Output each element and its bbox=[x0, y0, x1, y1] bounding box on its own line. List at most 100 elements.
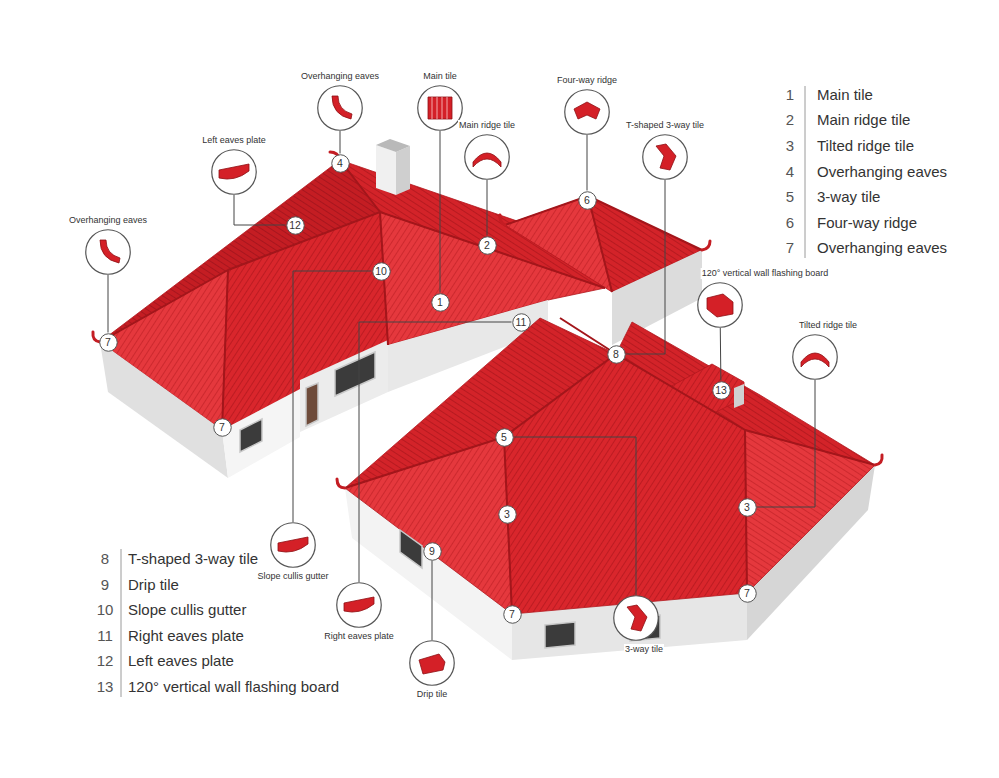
part-callout: 120° vertical wall flashing board bbox=[697, 282, 743, 328]
part-callout: 3-way tile bbox=[613, 595, 659, 641]
callout-number: 11 bbox=[512, 313, 531, 332]
part-circle bbox=[464, 134, 510, 180]
eave-curls bbox=[337, 479, 345, 488]
front-right-roof bbox=[504, 354, 747, 614]
part-callout: Overhanging eaves bbox=[317, 85, 363, 131]
number-circle bbox=[99, 333, 117, 351]
part-label: Right eaves plate bbox=[323, 631, 395, 642]
eave-curls bbox=[875, 455, 882, 465]
eave-curls bbox=[702, 241, 710, 250]
chimney bbox=[376, 139, 410, 152]
part-label: T-shaped 3-way tile bbox=[625, 120, 705, 131]
part-callout: Four-way ridge bbox=[564, 89, 610, 135]
callout-number-text: 9 bbox=[423, 542, 442, 561]
part-circle bbox=[271, 523, 316, 568]
callout-number: 8 bbox=[607, 345, 626, 364]
leader-line bbox=[359, 322, 512, 582]
legend-text: Four-way ridge bbox=[817, 214, 917, 232]
legend-separator bbox=[121, 86, 805, 697]
part-icon bbox=[574, 102, 600, 119]
callout-number: 3 bbox=[738, 498, 757, 517]
callout-number-text: 7 bbox=[213, 418, 232, 437]
callout-number: 9 bbox=[423, 542, 442, 561]
leader-line bbox=[514, 437, 637, 595]
windows bbox=[306, 383, 318, 426]
leader-line bbox=[587, 135, 588, 191]
eave-curls bbox=[93, 152, 882, 488]
legend-number: 5 bbox=[775, 188, 805, 206]
part-circle bbox=[565, 90, 610, 135]
windows bbox=[240, 352, 375, 452]
part-circle bbox=[643, 135, 688, 180]
part-label: Slope cullis gutter bbox=[256, 571, 329, 582]
leader-line bbox=[626, 180, 666, 354]
left-walls bbox=[222, 389, 300, 478]
leader-line bbox=[234, 195, 286, 225]
part-label: Overhanging eaves bbox=[68, 215, 148, 226]
callout-number: 4 bbox=[331, 154, 350, 173]
front-right-roof bbox=[345, 354, 875, 614]
part-icon bbox=[344, 597, 374, 612]
legend-number: 3 bbox=[775, 137, 805, 155]
part-callout: Left eaves plate bbox=[211, 149, 257, 195]
part-icon bbox=[219, 164, 249, 179]
number-circle bbox=[738, 584, 756, 602]
legend-number: 4 bbox=[775, 163, 805, 181]
part-callout: Right eaves plate bbox=[336, 582, 382, 628]
part-circle bbox=[642, 134, 688, 180]
chimney bbox=[376, 139, 410, 195]
number-circle bbox=[423, 542, 441, 560]
part-label: Tilted ridge tile bbox=[798, 320, 858, 331]
leader-line bbox=[487, 180, 488, 236]
back-wall bbox=[612, 250, 702, 345]
part-circle bbox=[465, 135, 510, 180]
callout-number-text: 10 bbox=[372, 262, 391, 281]
legend-text: Main ridge tile bbox=[817, 111, 910, 129]
part-circle bbox=[792, 334, 838, 380]
part-icon bbox=[801, 353, 829, 367]
legend-number: 2 bbox=[775, 111, 805, 129]
legend-number: 1 bbox=[775, 86, 805, 104]
part-callout: Tilted ridge tile bbox=[792, 334, 838, 380]
callout-number-text: 8 bbox=[607, 345, 626, 364]
number-circle bbox=[495, 428, 513, 446]
callout-number: 3 bbox=[498, 505, 517, 524]
callout-number-text: 11 bbox=[512, 313, 531, 332]
callout-number-text: 1 bbox=[431, 293, 450, 312]
part-icon bbox=[473, 153, 501, 167]
callout-number: 7 bbox=[503, 605, 522, 624]
part-icon bbox=[100, 240, 120, 263]
legend-number: 9 bbox=[90, 576, 120, 594]
legend-text: 3-way tile bbox=[817, 188, 880, 206]
part-label: Main tile bbox=[422, 71, 458, 82]
leader-line bbox=[340, 131, 341, 154]
callout-number-text: 3 bbox=[738, 498, 757, 517]
callout-number: 7 bbox=[738, 584, 757, 603]
callout-number-text: 2 bbox=[478, 236, 497, 255]
number-circle bbox=[331, 154, 349, 172]
legend-number: 12 bbox=[90, 652, 120, 670]
legend-text: T-shaped 3-way tile bbox=[128, 550, 258, 568]
leader-line bbox=[293, 271, 372, 522]
part-icon bbox=[627, 605, 647, 631]
windows bbox=[335, 352, 375, 396]
number-circle bbox=[498, 505, 516, 523]
part-callout: Main tile bbox=[417, 85, 463, 131]
part-circle bbox=[697, 282, 743, 328]
callout-number-text: 4 bbox=[331, 154, 350, 173]
callout-number: 7 bbox=[99, 333, 118, 352]
number-circle bbox=[286, 216, 304, 234]
part-icon bbox=[707, 294, 733, 317]
part-icon bbox=[801, 353, 829, 367]
part-label: Main ridge tile bbox=[458, 120, 516, 131]
part-circle bbox=[85, 229, 131, 275]
leader-line bbox=[108, 275, 109, 333]
part-label: Drip tile bbox=[416, 689, 449, 700]
legend-text: Overhanging eaves bbox=[817, 239, 947, 257]
eave-curls bbox=[500, 215, 505, 225]
part-callout: Drip tile bbox=[409, 640, 455, 686]
part-circle bbox=[614, 596, 659, 641]
number-circle bbox=[738, 498, 756, 516]
part-circle bbox=[613, 595, 659, 641]
legend-text: Left eaves plate bbox=[128, 652, 234, 670]
